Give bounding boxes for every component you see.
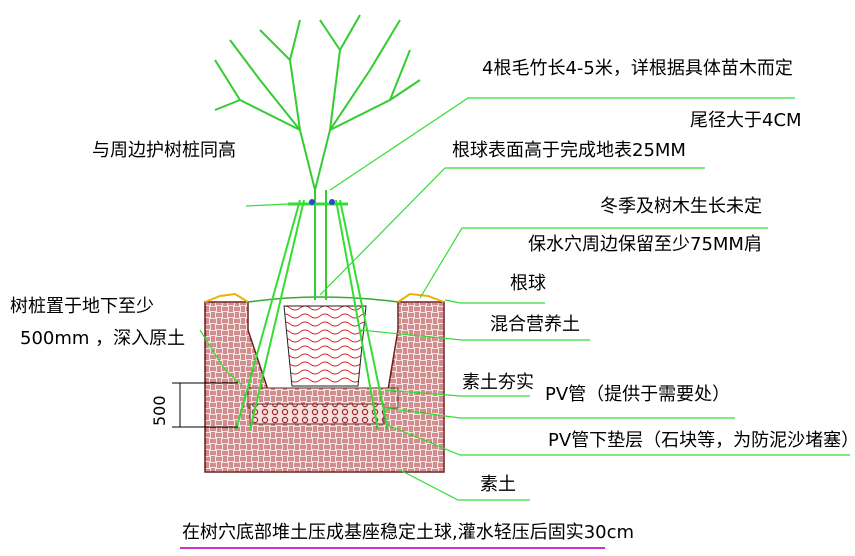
mixed-soil-label: 混合营养土 (490, 314, 580, 335)
pv-pipe-label: PV管（提供于需要处） (545, 384, 731, 405)
stakes (235, 199, 389, 431)
stake-depth-label-1: 树桩置于地下至少 (10, 296, 154, 317)
root-ball-label: 根球 (510, 273, 546, 294)
tree-drawing (214, 14, 421, 300)
dimension-label: 500 (150, 395, 169, 426)
pv-bedding-label: PV管下垫层（石块等，为防泥沙堵塞） (548, 430, 855, 451)
dimension-marker (172, 382, 238, 428)
leader-lines (199, 97, 850, 501)
tail-diameter-label: 尾径大于4CM (690, 110, 802, 131)
stake-depth-label-2: 500mm ，深入原土 (20, 328, 186, 349)
soil-pit (204, 292, 445, 473)
ball-surface-label: 根球表面高于完成地表25MM (452, 140, 686, 161)
shoulder-label: 保水穴周边保留至少75MM肩 (528, 234, 762, 255)
same-height-label: 与周边护树桩同高 (92, 140, 236, 161)
bottom-note: 在树穴底部堆土压成基座稳定土球,灌水轻压后固实30cm (182, 522, 635, 543)
compacted-soil-label: 素土夯实 (462, 372, 534, 393)
winter-label: 冬季及树木生长未定 (600, 196, 762, 217)
bamboo-label: 4根毛竹长4-5米，详根据具体苗木而定 (482, 58, 793, 79)
plain-soil-label: 素土 (480, 474, 516, 495)
